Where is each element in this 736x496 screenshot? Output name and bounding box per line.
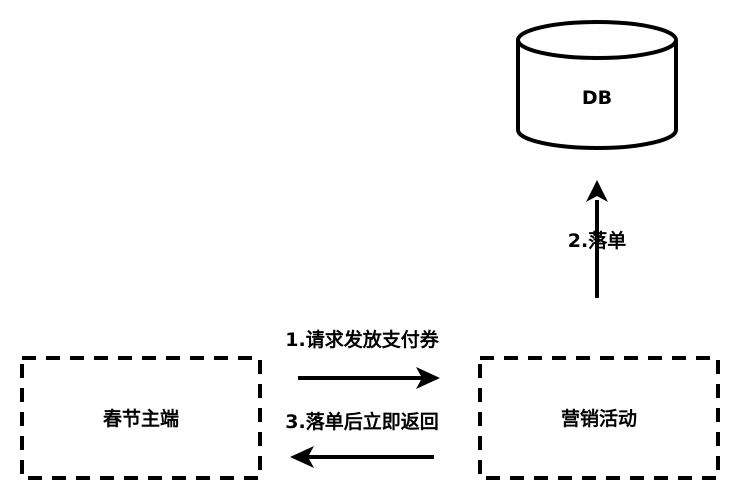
marketing-label: 营销活动: [561, 407, 637, 430]
persist-label: 2.落单: [568, 229, 626, 252]
request-label: 1.请求发放支付券: [285, 328, 439, 351]
response-label: 3.落单后立即返回: [285, 410, 438, 433]
request-arrow: [298, 367, 440, 389]
response-arrow: [290, 446, 434, 468]
marketing-node[interactable]: 营销活动: [478, 356, 720, 480]
client-node[interactable]: 春节主端: [20, 356, 262, 480]
db-node[interactable]: DB: [516, 20, 678, 150]
persist-arrow: [586, 180, 608, 298]
db-label: DB: [582, 87, 612, 109]
client-label: 春节主端: [103, 407, 179, 430]
